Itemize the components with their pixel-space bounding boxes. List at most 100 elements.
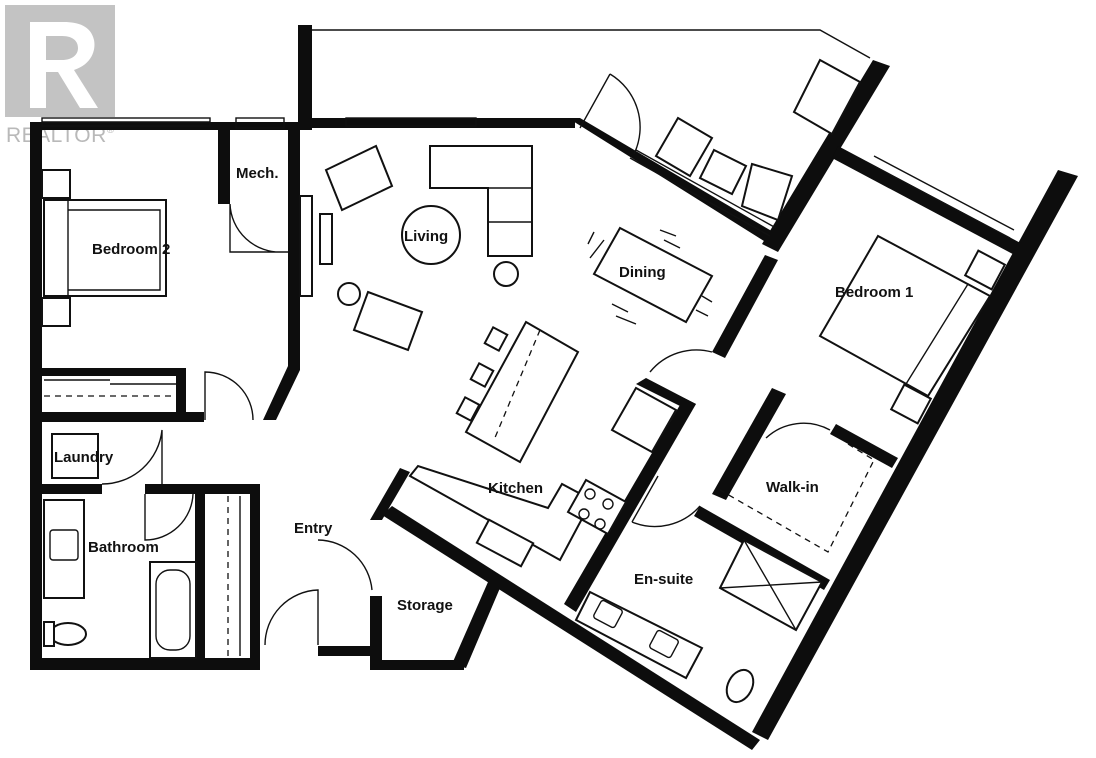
door-bath bbox=[144, 493, 194, 541]
stool-2 bbox=[469, 361, 495, 389]
label-bedroom2: Bedroom 2 bbox=[92, 241, 170, 258]
room-labels: Bedroom 2 Mech. Living Dining Bedroom 1 … bbox=[54, 165, 913, 614]
walkin-shelving bbox=[719, 443, 875, 553]
label-laundry: Laundry bbox=[54, 449, 114, 466]
wall-south-bath bbox=[30, 658, 258, 670]
dining-chair-3 bbox=[611, 303, 637, 325]
wall-walkin-north bbox=[830, 424, 898, 468]
nightstand-bed2-top bbox=[41, 169, 71, 199]
label-ensuite: En-suite bbox=[634, 571, 693, 588]
wall-kitchen-south bbox=[382, 506, 760, 750]
door-entry bbox=[264, 539, 373, 646]
doors bbox=[101, 73, 831, 646]
coffee-table bbox=[401, 205, 461, 265]
door-ensuite bbox=[631, 475, 701, 528]
island-overhang bbox=[493, 329, 541, 441]
wall-bed2-south bbox=[30, 412, 204, 422]
kitchen-island bbox=[464, 320, 580, 464]
ensuite-sink-1 bbox=[593, 599, 623, 629]
burner-1 bbox=[584, 488, 596, 500]
wall-south-entry bbox=[318, 646, 378, 656]
furniture bbox=[41, 58, 1007, 704]
nightstand-bed1-bottom bbox=[889, 383, 933, 425]
bed-bedroom1-pillows bbox=[905, 283, 991, 397]
balcony-rail bbox=[312, 29, 871, 59]
label-walkin: Walk-in bbox=[766, 479, 819, 496]
wall-bed1-nw bbox=[762, 60, 890, 252]
toilet-bath bbox=[49, 622, 87, 646]
bed-bedroom2-sheet bbox=[68, 209, 161, 291]
label-living: Living bbox=[404, 228, 448, 245]
door-bed2 bbox=[204, 371, 254, 421]
toilet-ensuite bbox=[725, 668, 755, 704]
walls bbox=[30, 25, 1078, 750]
wall-walkin-west bbox=[712, 388, 786, 500]
patio-chair-1 bbox=[654, 116, 714, 178]
burner-2 bbox=[602, 498, 614, 510]
dining-chair-1 bbox=[587, 231, 605, 259]
side-table-left bbox=[337, 282, 361, 306]
wall-west bbox=[30, 122, 42, 668]
wall-storage-west bbox=[370, 596, 382, 670]
toilet-tank-bath bbox=[43, 621, 55, 647]
ensuite-sink-2 bbox=[649, 629, 679, 659]
dining-chair-4 bbox=[695, 295, 713, 317]
window-living-ne bbox=[629, 149, 777, 237]
nightstand-bed2-bottom bbox=[41, 297, 71, 327]
label-bedroom1: Bedroom 1 bbox=[835, 284, 913, 301]
stool-3 bbox=[455, 395, 481, 423]
armchair-top bbox=[324, 144, 394, 212]
bed-bedroom2-pillows bbox=[43, 199, 69, 297]
wall-balcony-west bbox=[298, 25, 312, 130]
burner-4 bbox=[594, 518, 606, 530]
wall-storage-south bbox=[370, 660, 464, 670]
armchair-bottom bbox=[352, 290, 424, 352]
bbq bbox=[792, 58, 862, 136]
windows bbox=[41, 117, 1015, 297]
wall-living-bed1 bbox=[712, 255, 778, 358]
door-bed1 bbox=[649, 349, 713, 373]
wall-north-living bbox=[300, 118, 575, 128]
window-mech bbox=[235, 117, 285, 129]
label-kitchen: Kitchen bbox=[488, 480, 543, 497]
side-table-right bbox=[493, 261, 519, 287]
tv-console bbox=[319, 213, 333, 265]
wall-mech-west bbox=[218, 122, 230, 204]
window-bed1 bbox=[869, 155, 1015, 239]
wall-mech-east bbox=[288, 122, 300, 197]
door-laundry bbox=[101, 429, 163, 485]
window-living-west bbox=[299, 195, 313, 297]
range bbox=[566, 478, 628, 536]
wall-laundry-south bbox=[30, 484, 102, 494]
wall-bed2-closet bbox=[30, 368, 184, 376]
window-living bbox=[345, 117, 477, 127]
wall-closet-jamb bbox=[176, 368, 186, 420]
wall-bath-east bbox=[250, 484, 260, 670]
patio-chair-2 bbox=[740, 162, 794, 222]
bathtub-basin bbox=[155, 569, 191, 651]
kitchen-sink bbox=[475, 518, 535, 568]
sink-bath bbox=[49, 529, 79, 561]
wall-storage-east bbox=[452, 582, 500, 668]
door-mech bbox=[229, 203, 288, 253]
wall-north-mech bbox=[210, 122, 310, 130]
wall-pantry bbox=[636, 378, 696, 410]
washer-dryer bbox=[51, 433, 99, 479]
wall-bed1-north bbox=[832, 146, 1030, 260]
label-entry: Entry bbox=[294, 520, 333, 537]
label-dining: Dining bbox=[619, 264, 666, 281]
patio-table bbox=[698, 148, 748, 196]
nightstand-bed1-top bbox=[963, 249, 1007, 291]
sofa bbox=[429, 145, 533, 257]
door-balcony bbox=[579, 73, 641, 155]
wall-bed1-east bbox=[752, 170, 1078, 740]
wall-entry-kitchen bbox=[370, 468, 410, 520]
wall-ensuite-west bbox=[564, 398, 696, 612]
wall-bed2-living bbox=[263, 195, 300, 420]
stool-1 bbox=[483, 325, 509, 353]
burner-3 bbox=[578, 508, 590, 520]
label-mech: Mech. bbox=[236, 165, 279, 182]
label-storage: Storage bbox=[397, 597, 453, 614]
wall-bath-mid bbox=[195, 490, 205, 660]
